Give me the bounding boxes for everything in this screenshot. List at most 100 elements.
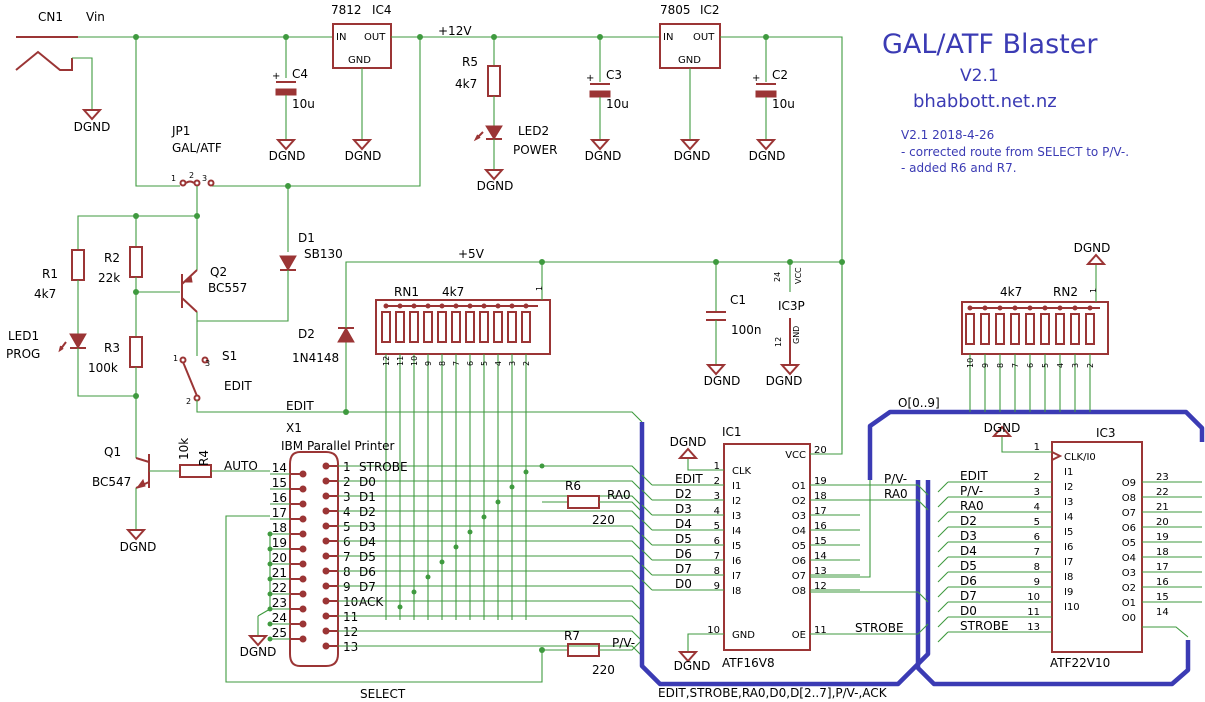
revision-note-1: V2.1 2018-4-26: [901, 128, 994, 142]
rn2-element: [980, 313, 990, 345]
vin-label: Vin: [86, 10, 105, 24]
ic1-input-net: D6: [675, 547, 692, 561]
rn1-pin-number: 5: [480, 361, 489, 366]
ic1-pin-name: CLK: [732, 466, 752, 477]
ic3-pin-number: 16: [1156, 577, 1169, 588]
ic1-pin-name: I3: [732, 511, 741, 522]
ground-symbol: [483, 169, 505, 181]
ic1-input-net: D3: [675, 502, 692, 516]
svg-text:12: 12: [774, 337, 783, 347]
rn2-element: [1055, 313, 1065, 345]
author-website: bhabbott.net.nz: [913, 91, 1057, 112]
x1-pin-net: ACK: [359, 595, 384, 609]
ic3-pin-name: I5: [1064, 527, 1073, 538]
ic3-input-net: D6: [960, 574, 977, 588]
x1-pin-net: D1: [359, 490, 376, 504]
ground-symbol: [275, 139, 297, 151]
svg-text:24: 24: [773, 272, 782, 282]
x1-pin-net: STROBE: [359, 460, 408, 474]
rn1-pin-number: 9: [424, 361, 433, 366]
ic1-pin-number: 1: [714, 461, 720, 472]
svg-text:2: 2: [186, 397, 191, 406]
r6-label: R6: [565, 479, 581, 493]
r5-resistor: [487, 65, 501, 97]
rn2-resistor-network: [961, 301, 1109, 355]
x1-value: IBM Parallel Printer: [281, 439, 394, 453]
signal-buses: EDIT,STROBE,RA0,D0,D[2..7],P/V-,ACK O[0.…: [639, 396, 1205, 700]
x1-pin-number: 13: [343, 640, 358, 654]
ic1-pin-number: 6: [714, 536, 720, 547]
rn1-pin-number: 12: [382, 356, 391, 366]
net-5v-label: +5V: [458, 247, 485, 261]
jp1-label: JP1: [171, 124, 190, 138]
ic1-output-net: RA0: [884, 487, 908, 501]
x1-pin-number: 9: [343, 580, 351, 594]
x1-pin-number: 14: [272, 461, 287, 475]
ground-label: DGND: [766, 374, 803, 388]
ic3-pin-name: O6: [1122, 523, 1136, 534]
rn2-value: 4k7: [1000, 285, 1022, 299]
ic1-pin-name: I4: [732, 526, 741, 537]
x1-pin-number: 10: [343, 595, 358, 609]
ic3-input-net: D4: [960, 544, 977, 558]
svg-text:IN: IN: [336, 32, 346, 43]
c2-value: 10u: [772, 97, 795, 111]
ic3-pin-name: O9: [1122, 478, 1136, 489]
ic1-output-net: STROBE: [855, 621, 904, 635]
rn2-element: [1070, 313, 1080, 345]
svg-text:+: +: [586, 73, 594, 84]
svg-text:+: +: [272, 71, 280, 82]
ic3-input-net: D5: [960, 559, 977, 573]
x1-pin-number: 1: [343, 460, 351, 474]
x1-pin-net: D5: [359, 550, 376, 564]
led2-value: POWER: [513, 143, 557, 157]
rn2-pin-number: 4: [1056, 363, 1065, 368]
s1-value: EDIT: [224, 379, 252, 393]
ic1-pin-name: I2: [732, 496, 741, 507]
q2-label: Q2: [210, 265, 227, 279]
revision-note-2: - corrected route from SELECT to P/V-.: [901, 145, 1129, 159]
rn2-pin-number: 6: [1026, 363, 1035, 368]
c3-label: C3: [606, 68, 622, 82]
rn1-pin-number: 3: [508, 361, 517, 366]
ground-label: DGND: [269, 149, 306, 163]
ic3-pin-number: 6: [1034, 532, 1040, 543]
rn2-pin-number: 9: [981, 363, 990, 368]
d1-value: SB130: [304, 247, 343, 261]
ic3-pin-name: I4: [1064, 512, 1073, 523]
ic3-input-net: D0: [960, 604, 977, 618]
rn2-pin-number: 8: [996, 363, 1005, 368]
r3-label: R3: [104, 341, 120, 355]
ic3-pin-number: 13: [1027, 622, 1040, 633]
series-resistors: R6 RA0 220 R7 P/V- 220: [539, 479, 643, 677]
o-bus-label: O[0..9]: [898, 396, 940, 410]
ic3-pin-name: O7: [1122, 508, 1136, 519]
rn2-element: [1010, 313, 1020, 345]
rn1-pin-number: 4: [494, 361, 503, 366]
ground-label: DGND: [345, 149, 382, 163]
c4-value: 10u: [292, 97, 315, 111]
ic3-pin-name: O3: [1122, 568, 1136, 579]
x1-pin-number: 15: [272, 476, 287, 490]
ground-label: DGND: [74, 120, 111, 134]
svg-text:2: 2: [189, 171, 194, 180]
rn2-element: [1085, 313, 1095, 345]
rn1-element: [423, 311, 433, 343]
x1-pin-number: 24: [272, 611, 287, 625]
ic1-pin-number: 20: [814, 445, 827, 456]
q1-value: BC547: [92, 475, 131, 489]
ic3-pin-name: I8: [1064, 572, 1073, 583]
ic1-pin-name: O1: [792, 481, 806, 492]
rn1-element: [395, 311, 405, 343]
x1-pin-number: 21: [272, 566, 287, 580]
r5-label: R5: [462, 55, 478, 69]
o-bus-bottom: [915, 480, 1191, 687]
ic1-pin-number: 11: [814, 625, 827, 636]
ground-label: DGND: [674, 659, 711, 673]
ground-symbol: [351, 139, 373, 151]
ic3-pin-number: 21: [1156, 502, 1169, 513]
r6-value: 220: [592, 513, 615, 527]
ground-symbol: [677, 447, 699, 459]
ic1-pin-number: 2: [714, 476, 720, 487]
